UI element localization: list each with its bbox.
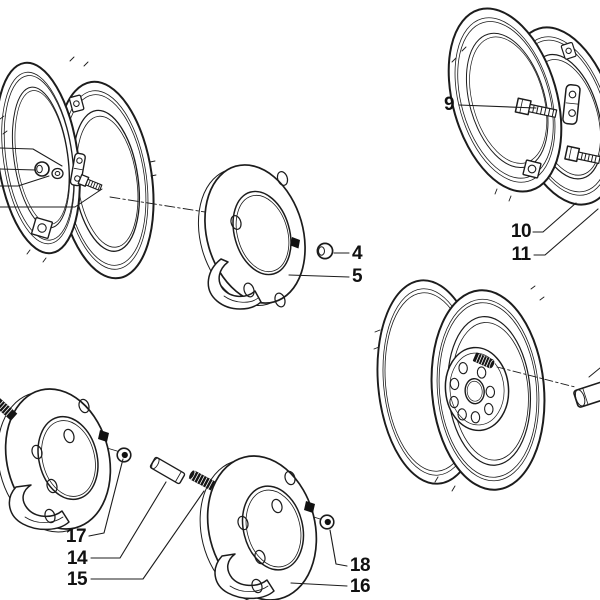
leader-line-18 <box>329 529 348 567</box>
hatch-ticks <box>373 285 545 492</box>
axis-line-hub-to-tool <box>496 366 576 388</box>
axis-line-wheel-to-disc5 <box>109 196 219 215</box>
balance-weight-disc-5 <box>197 164 306 310</box>
leader-line-9 <box>458 104 537 109</box>
nut-17 <box>116 447 132 463</box>
callout-4: 4 <box>351 243 363 264</box>
bolt-lower-right <box>564 145 600 165</box>
detail-bolt <box>77 174 103 192</box>
index-tab <box>98 430 109 442</box>
callout-17: 17 <box>65 526 87 547</box>
weight-horn <box>8 484 70 531</box>
rim-bracket <box>562 84 581 125</box>
rim-clamp-top <box>68 94 85 113</box>
leader-line-11 <box>533 208 599 256</box>
spacer-sleeve-14 <box>149 456 186 485</box>
leader-line-10 <box>532 202 577 233</box>
hub-stud <box>472 352 496 369</box>
leader-line-5 <box>288 274 350 278</box>
split-rim-wheel-top-left <box>0 56 157 280</box>
leader-lines-left-edge <box>0 147 103 208</box>
rim-clamp-square <box>522 159 542 179</box>
callout-16: 16 <box>349 576 371 597</box>
rim-clamp-joint <box>560 41 577 60</box>
nut-4 <box>316 242 334 260</box>
callout-14: 14 <box>66 548 88 569</box>
stud-15 <box>188 469 219 492</box>
split-rim-wheel-top-right <box>447 7 600 206</box>
leader-line-15 <box>90 490 205 580</box>
callout-10: 10 <box>510 221 532 242</box>
rim-clamp-bottom <box>31 217 53 239</box>
bolt-left-edge <box>0 397 18 421</box>
callout-11: 11 <box>511 244 531 265</box>
socket-tool <box>573 367 600 408</box>
balance-weight-disc-16-assembly <box>199 455 335 600</box>
rim-clamp-detail-parts <box>34 152 103 192</box>
callout-5: 5 <box>351 266 363 287</box>
nut-18 <box>319 514 335 530</box>
index-tab <box>290 237 300 249</box>
weight-horn <box>214 553 275 600</box>
leader-line-17 <box>88 458 124 537</box>
detail-nut <box>34 161 50 177</box>
hatch-ticks <box>0 56 157 263</box>
hatch-ticks <box>451 46 512 202</box>
detail-washer <box>51 167 64 180</box>
callout-18: 18 <box>349 555 371 576</box>
index-tab <box>304 501 315 513</box>
leader-line-14 <box>90 481 167 559</box>
callout-15: 15 <box>66 569 88 590</box>
leader-line-16 <box>290 582 348 587</box>
callout-9: 9 <box>443 94 455 115</box>
steel-wheel-middle-right <box>373 279 600 492</box>
wheel-hub <box>444 346 510 432</box>
balance-weight-disc-17-assembly <box>0 388 321 533</box>
